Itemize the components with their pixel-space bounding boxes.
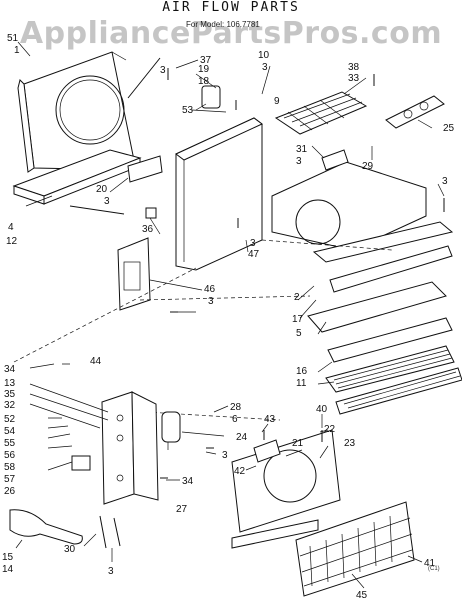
fan-motor-part xyxy=(191,85,227,113)
drawing-code: (C1) xyxy=(428,566,440,572)
callout: 26 xyxy=(4,486,16,497)
callout: 28 xyxy=(230,402,242,413)
callout: 52 xyxy=(4,414,16,425)
callout: 40 xyxy=(316,404,328,415)
callout: 53 xyxy=(182,105,194,116)
bulkhead-part xyxy=(175,117,263,271)
callout: 3 xyxy=(296,156,302,167)
callout: 23 xyxy=(344,438,356,449)
clip-part xyxy=(145,207,157,219)
callout: 12 xyxy=(6,236,18,247)
callout: 34 xyxy=(182,476,194,487)
callout: 54 xyxy=(4,426,16,437)
callout: 47 xyxy=(248,249,260,260)
callout: 3 xyxy=(208,296,214,307)
model-number: For Model: 106.7781 xyxy=(186,20,260,29)
callout: 4 xyxy=(8,222,14,233)
callout: 24 xyxy=(236,432,248,443)
screw-parts xyxy=(160,68,445,479)
callout: 37 xyxy=(200,55,212,66)
callout: 3 xyxy=(108,566,114,577)
condenser-coil-part xyxy=(295,501,415,597)
callout: 3 xyxy=(160,65,166,76)
callout: 13 xyxy=(4,378,16,389)
control-panel-part xyxy=(385,95,445,129)
callout: 42 xyxy=(234,466,246,477)
callout: 30 xyxy=(64,544,76,555)
callout: 25 xyxy=(443,123,455,134)
callout: 6 xyxy=(232,414,238,425)
callout: 32 xyxy=(4,400,16,411)
callout: 20 xyxy=(96,184,108,195)
blower-housing-part xyxy=(271,149,427,251)
capacitor-part xyxy=(161,411,181,450)
callout: 43 xyxy=(264,414,276,425)
control-box-part xyxy=(117,237,151,311)
callout: 45 xyxy=(356,590,368,600)
callout: 9 xyxy=(274,96,280,107)
callout: 15 xyxy=(2,552,14,563)
callout: 3 xyxy=(222,450,228,461)
callout: 57 xyxy=(4,474,16,485)
drain-part xyxy=(9,509,83,545)
bracket-part xyxy=(127,155,163,183)
callout: 38 xyxy=(348,62,360,73)
callout: 31 xyxy=(296,144,308,155)
front-shroud-part xyxy=(17,51,137,173)
callout: 11 xyxy=(296,378,307,389)
callout: 17 xyxy=(292,314,304,325)
callout: 3 xyxy=(250,238,256,249)
callout: 46 xyxy=(204,284,216,295)
callout: 22 xyxy=(324,424,336,435)
base-pan-part xyxy=(12,149,142,215)
callout: 51 xyxy=(7,33,19,44)
callout: 10 xyxy=(258,50,270,61)
callout: 2 xyxy=(294,292,300,303)
callout: 3 xyxy=(442,176,448,187)
callout: 14 xyxy=(2,564,14,575)
control-bracket-part xyxy=(101,391,159,505)
callout: 44 xyxy=(90,356,102,367)
callout: 19 xyxy=(198,64,210,75)
callout: 33 xyxy=(348,73,360,84)
callout: 3 xyxy=(262,62,268,73)
callout: 58 xyxy=(4,462,16,473)
callout: 35 xyxy=(4,389,16,400)
callout: 27 xyxy=(176,504,188,515)
callout: 16 xyxy=(296,366,308,377)
callout: 1 xyxy=(14,45,20,56)
callout: 55 xyxy=(4,438,16,449)
callout: 3 xyxy=(104,196,110,207)
wire-part xyxy=(99,515,121,549)
rod-part xyxy=(127,57,161,99)
callout: 56 xyxy=(4,450,16,461)
callout: 36 xyxy=(142,224,154,235)
filter-grille-part xyxy=(274,91,368,135)
callout: 18 xyxy=(198,76,210,87)
leader-lines xyxy=(15,41,445,589)
callout: 5 xyxy=(296,328,302,339)
callout: 41 xyxy=(424,558,436,569)
filter-stack-part xyxy=(307,221,462,415)
switch-part xyxy=(71,455,91,471)
callout: 21 xyxy=(292,438,304,449)
callout: 34 xyxy=(4,364,16,375)
rail-part xyxy=(231,519,319,549)
callout: 29 xyxy=(362,161,374,172)
lower-shroud-part xyxy=(231,429,341,533)
diagram-title: AIR FLOW PARTS xyxy=(162,0,300,15)
